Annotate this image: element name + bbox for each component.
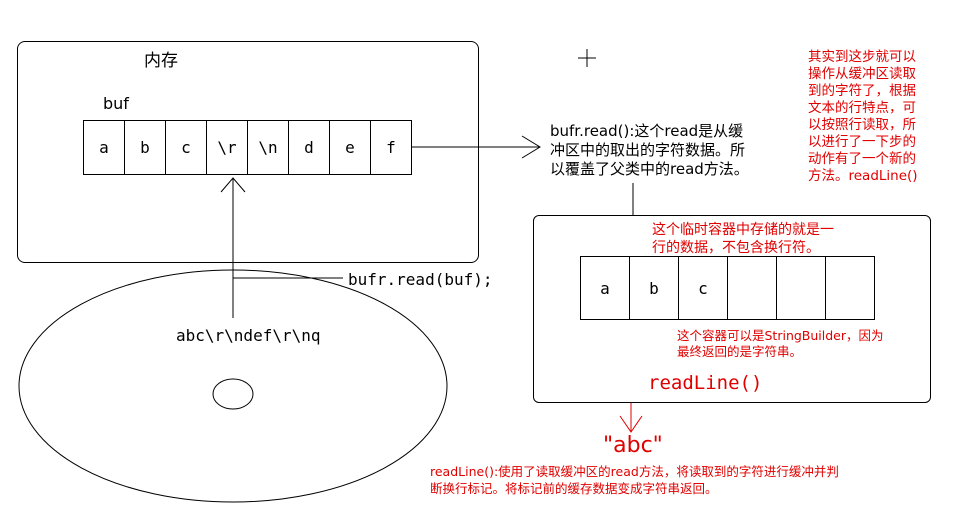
disk-hole [212, 378, 254, 410]
container-note-line: 这个容器可以是StringBuilder，因为 [677, 328, 884, 343]
result-string: "abc" [603, 433, 663, 458]
line-cell [777, 257, 826, 319]
line-buffer-array: a b c [580, 256, 875, 320]
buffer-array: a b c \r \n d e f [83, 120, 412, 175]
top-right-note-line: 以按照行读取，所 [808, 117, 916, 133]
disk-data-text: abc\r\ndef\r\nq [176, 326, 321, 345]
read-note-line: 以覆盖了父类中的read方法。 [550, 160, 749, 178]
buffer-cell: \r [207, 121, 248, 174]
memory-title: 内存 [144, 51, 178, 71]
read-note: bufr.read():这个read是从缓 冲区中的取出的字符数据。所 以覆盖了… [550, 122, 749, 179]
temp-note-line: 这个临时容器中存储的就是一 [652, 222, 834, 238]
readline-arrow-head [619, 415, 643, 433]
top-right-note-line: 以进行了一下步的 [808, 134, 916, 150]
line-cell [728, 257, 777, 319]
top-right-note-line: 动作有了一个新的 [808, 151, 916, 167]
bottom-note-line: readLine():使用了读取缓冲区的read方法，将读取到的字符进行缓冲并判 [430, 464, 839, 479]
top-right-note-line: 操作从缓冲区读取 [808, 66, 916, 82]
read-arrow-head [220, 177, 246, 193]
read-note-line: bufr.read():这个read是从缓 [550, 122, 744, 140]
top-right-note: 其实到这步就可以 操作从缓冲区读取 到的字符了，根据 文本的行特点，可 以按照行… [808, 49, 918, 185]
bottom-note: readLine():使用了读取缓冲区的read方法，将读取到的字符进行缓冲并判… [430, 463, 839, 497]
buffer-cell: \n [248, 121, 289, 174]
temp-note-line: 行的数据，不包含换行符。 [652, 240, 820, 256]
container-note: 这个容器可以是StringBuilder，因为 最终返回的是字符串。 [677, 328, 884, 360]
bottom-note-line: 断换行标记。将标记前的缓存数据变成字符串返回。 [430, 481, 718, 496]
line-cell [826, 257, 874, 319]
temp-note: 这个临时容器中存储的就是一 行的数据，不包含换行符。 [652, 221, 834, 257]
buffer-to-read-head [521, 135, 541, 159]
read-call-label: bufr.read(buf); [348, 270, 493, 289]
top-right-note-line: 方法。readLine() [808, 168, 918, 184]
readline-label: readLine() [648, 372, 763, 394]
container-note-line: 最终返回的是字符串。 [677, 344, 803, 359]
buffer-cell: b [125, 121, 166, 174]
buffer-cell: f [386, 138, 396, 157]
top-right-note-line: 其实到这步就可以 [808, 49, 916, 65]
line-cell: c [679, 257, 728, 319]
read-note-line: 冲区中的取出的字符数据。所 [550, 141, 746, 159]
buf-label: buf [103, 94, 129, 113]
buffer-cell: d [289, 121, 330, 174]
buffer-cell: e [330, 121, 371, 174]
line-cell: b [630, 257, 679, 319]
top-right-note-line: 到的字符了，根据 [808, 83, 916, 99]
buffer-cell: a [84, 121, 125, 174]
top-right-note-line: 文本的行特点，可 [808, 100, 916, 116]
line-cell: a [581, 257, 630, 319]
buffer-cell: c [166, 121, 207, 174]
